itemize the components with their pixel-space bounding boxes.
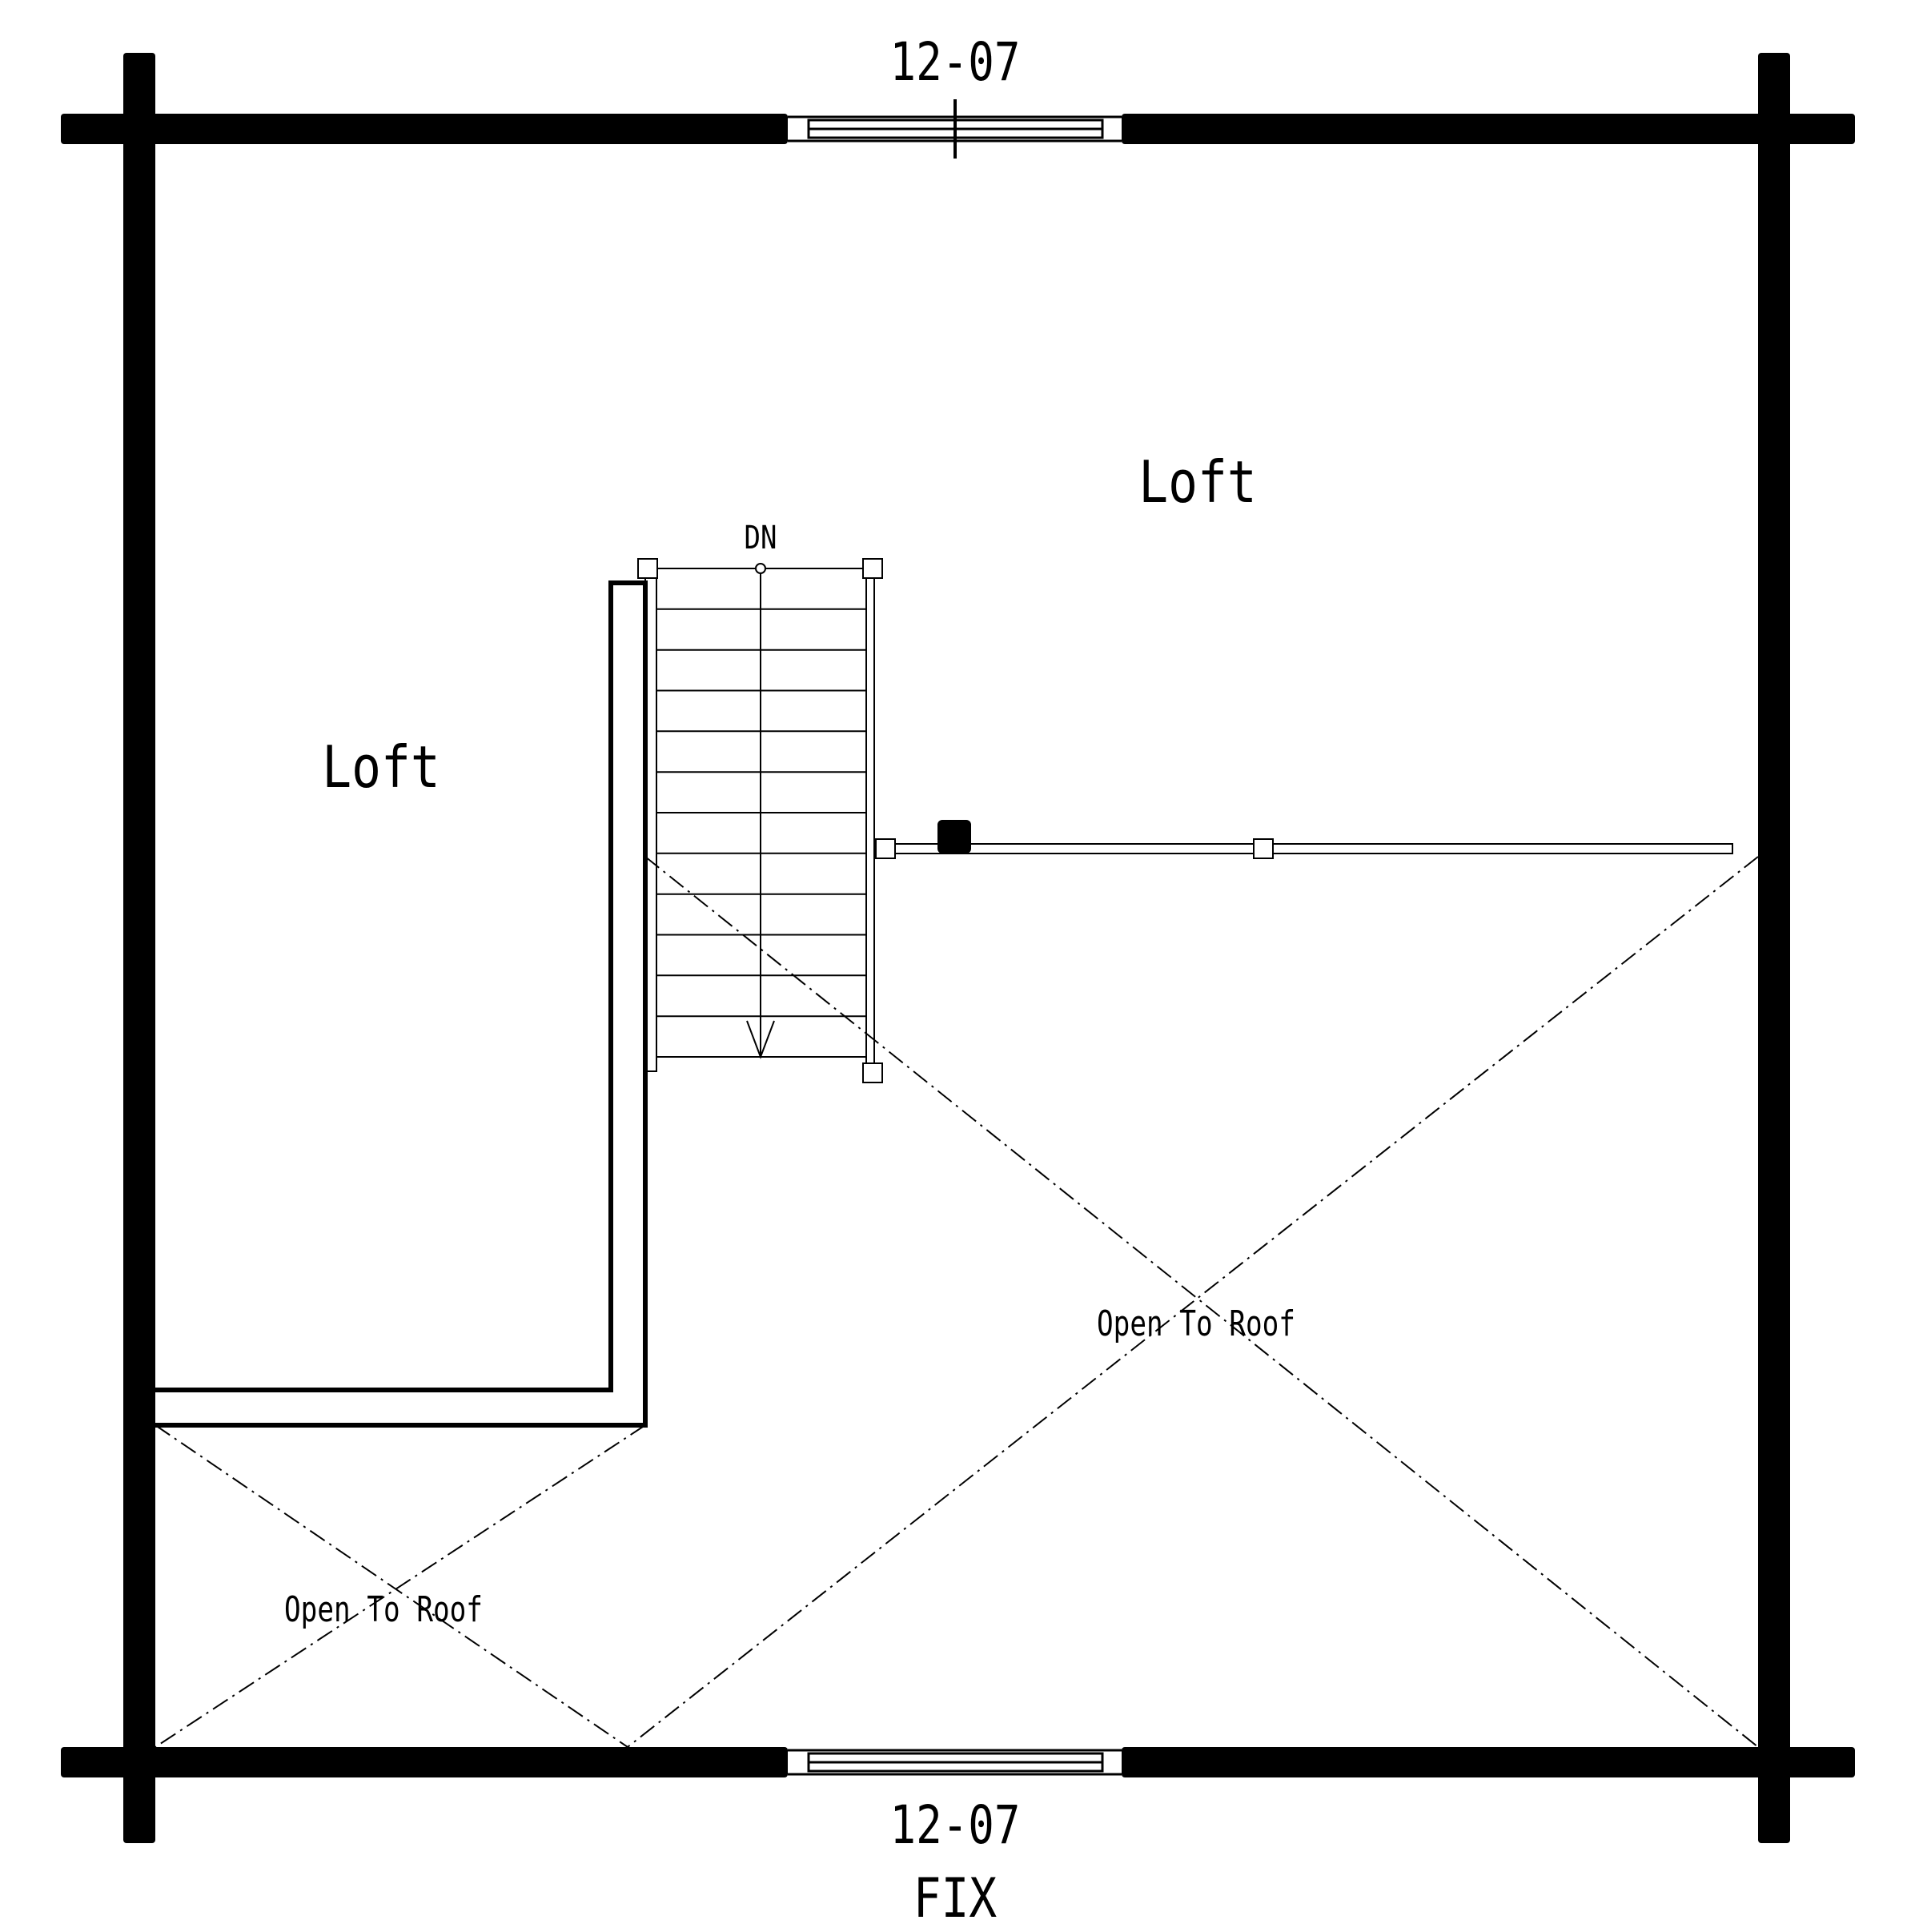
top-window-label: 12-07 bbox=[889, 31, 1021, 93]
stair-post-top-left bbox=[637, 558, 658, 579]
left-wall bbox=[123, 53, 155, 1843]
stair-post-top-right bbox=[862, 558, 883, 579]
top-window-symbol bbox=[788, 99, 1122, 159]
stair-direction-origin bbox=[755, 563, 766, 574]
bottom-wall-right bbox=[1122, 1747, 1855, 1777]
railing-post-left bbox=[875, 838, 896, 859]
loft-label-left: Loft bbox=[322, 733, 440, 801]
loft-edge-walls bbox=[155, 580, 648, 1428]
right-wall bbox=[1758, 53, 1790, 1843]
stair-direction-label: DN bbox=[744, 520, 777, 556]
bottom-wall-left bbox=[61, 1747, 788, 1777]
railing-post-mid bbox=[1253, 838, 1274, 859]
stair bbox=[637, 558, 883, 1083]
railing-bar bbox=[883, 843, 1733, 854]
loft-label-right: Loft bbox=[1138, 448, 1257, 516]
exterior-walls bbox=[61, 53, 1855, 1843]
open-to-roof-label-main: Open To Roof bbox=[1097, 1303, 1295, 1344]
top-wall-right bbox=[1122, 114, 1855, 144]
open-to-roof-label-small: Open To Roof bbox=[284, 1589, 483, 1630]
bottom-window-type-label: FIX bbox=[913, 1867, 998, 1930]
top-wall-left bbox=[61, 114, 788, 144]
bottom-window-symbol bbox=[788, 1749, 1122, 1776]
bottom-window-label: 12-07 bbox=[889, 1794, 1021, 1856]
stair-post-bottom-right bbox=[862, 1062, 883, 1083]
open-to-roof-lines bbox=[155, 856, 1759, 1748]
railing-solid-post bbox=[937, 820, 971, 854]
loft-railing bbox=[875, 820, 1733, 859]
stair-direction-arrowhead bbox=[746, 1020, 775, 1059]
